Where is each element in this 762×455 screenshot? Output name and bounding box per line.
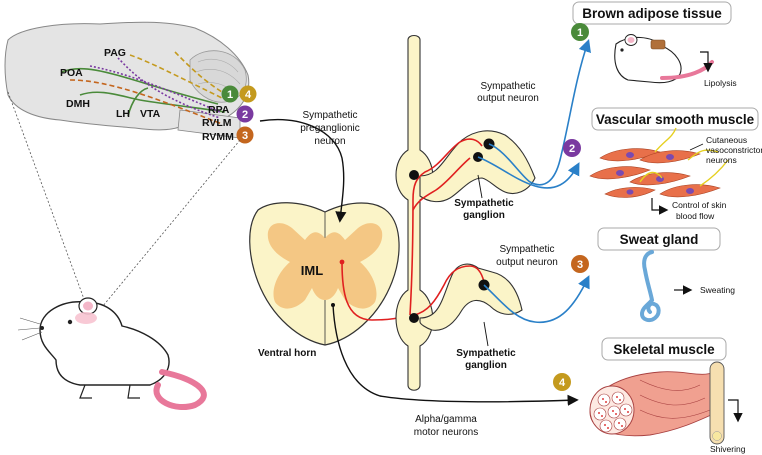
region-dmh: DMH [66,98,90,110]
output-bottom-label-1: Sympathetic [499,244,554,255]
badge-4-brain: 4 [245,89,252,101]
region-pag: PAG [104,47,126,59]
gray-matter [267,223,383,309]
sweat-effect: Sweating [700,285,735,295]
sweat-title: Sweat gland [620,232,699,247]
target-sweat: Sweat gland 3 Sweating [571,227,735,323]
vsm-note-3: neurons [706,155,737,165]
output-top-label-1: Sympathetic [480,81,535,92]
preganglionic-fibers [409,138,485,316]
output-top-label-2: output neuron [477,93,539,104]
vsm-effect-1: Control of skin [672,200,727,210]
badge-3-brain: 3 [242,130,248,142]
skeletal-badge: 4 [559,377,566,389]
preganglionic-label-2: preganglionic [300,123,360,134]
region-rvlm: RVLM [202,117,232,129]
motor-label-2: motor neurons [414,427,478,438]
region-vta: VTA [140,108,161,120]
spinal-cord-section: IML Ventral horn [249,202,400,359]
bat-title: Brown adipose tissue [582,6,722,21]
region-poa: POA [60,67,83,79]
ganglion-top-label-1: Sympathetic [454,198,514,209]
sympathetic-chain [395,34,536,391]
iml-label: IML [301,263,323,278]
vsm-note-1: Cutaneous [706,135,747,145]
badge-1-brain: 1 [227,89,233,101]
mouse-illustration [17,297,207,411]
target-bat: Brown adipose tissue 1 Lipolysis [571,1,737,88]
sweat-badge: 3 [577,259,583,271]
output-bottom-label-2: output neuron [496,257,558,268]
brain-sagittal: PAG POA DMH LH VTA RPA RVLM RVMM [4,21,250,143]
vsm-badge: 2 [569,143,575,155]
postganglionic-fibers [477,38,591,323]
vsm-note-2: vasoconstrictor [706,145,762,155]
region-rvmm: RVMM [202,131,234,143]
vsm-title: Vascular smooth muscle [596,112,755,127]
region-lh: LH [116,108,130,120]
smooth-muscle-cells [589,148,721,198]
preganglionic-label-3: neuron [314,136,345,147]
ganglion-bottom-label-1: Sympathetic [456,348,516,359]
vsm-effect-2: blood flow [676,211,715,221]
bat-effect: Lipolysis [704,78,737,88]
motor-label-1: Alpha/gamma [415,414,477,425]
skeletal-title: Skeletal muscle [613,342,715,357]
target-vsm: Vascular smooth muscle 2 Cutaneous vasoc… [563,107,762,221]
badge-2-brain: 2 [242,109,248,121]
bat-badge: 1 [577,27,583,39]
preganglionic-label-1: Sympathetic [302,110,357,121]
ganglion-bottom-label-2: ganglion [465,360,507,371]
ganglion-top-label-2: ganglion [463,210,505,221]
region-rpa: RPA [208,104,230,116]
brain-badges: 1 4 2 3 [221,85,257,144]
skeletal-effect: Shivering [710,444,746,454]
target-skeletal: Skeletal muscle 4 Shivering [553,337,746,454]
ventral-horn-label: Ventral horn [258,348,316,359]
sweat-gland-shape [639,250,661,323]
